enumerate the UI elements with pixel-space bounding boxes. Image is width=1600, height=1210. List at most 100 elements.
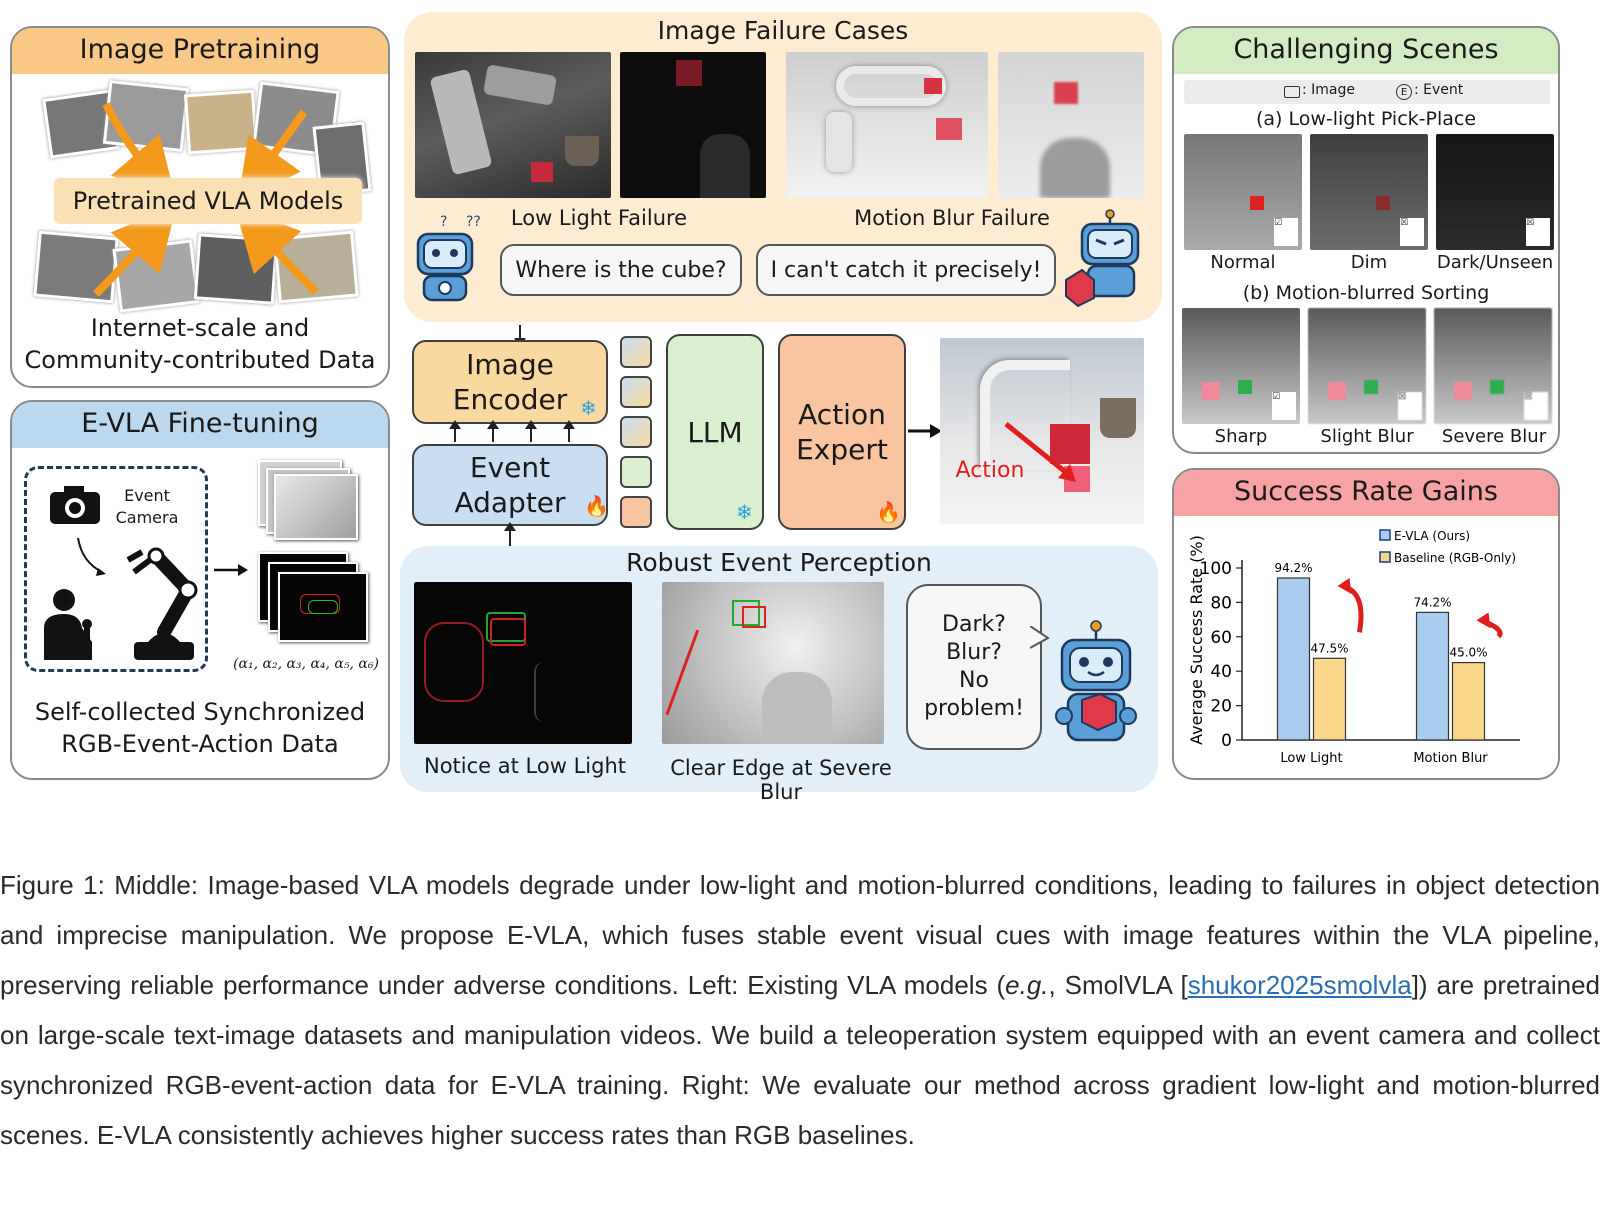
event-adapter-label-2: Adapter: [454, 486, 566, 519]
y-tick-label-80: 80: [1210, 593, 1232, 613]
camera-label-2: Camera: [115, 508, 179, 527]
legend-label-0: E-VLA (Ours): [1394, 529, 1470, 543]
bar-low-light-baseline: [1312, 657, 1347, 741]
label-dim: Dim: [1350, 252, 1388, 273]
challenging-scenes-title: Challenging Scenes: [1233, 34, 1499, 65]
bar-motion-blur-evla: [1415, 611, 1450, 741]
x-tick-label-0: Low Light: [1280, 751, 1342, 766]
action-expert-label-2: Expert: [796, 433, 888, 466]
challenging-scenes-header-bg: [1174, 28, 1558, 74]
failure-cases-title: Image Failure Cases: [657, 16, 909, 45]
success-rate-panel: Success Rate Gains Average Success Rate …: [1172, 468, 1560, 780]
frustrated-robot-icon: [1065, 209, 1140, 308]
svg-text:?: ?: [440, 214, 447, 230]
y-tick-label-40: 40: [1210, 662, 1232, 682]
legend-label-1: Baseline (RGB-Only): [1394, 551, 1516, 565]
robust-perception-panel: Robust Event Perception Notice at Low Li…: [400, 546, 1158, 804]
motion-blur-failure-label: Motion Blur Failure: [854, 206, 1050, 230]
fire-icon: 🔥: [584, 494, 609, 518]
bubble-line-2: Blur?: [946, 640, 1002, 665]
pretrained-vla-label: Pretrained VLA Models: [54, 178, 362, 224]
image-encoder-label-2: Encoder: [452, 383, 568, 416]
action-result-photo: Action: [940, 338, 1144, 524]
label-normal: Normal: [1210, 252, 1276, 273]
citation-link[interactable]: shukor2025smolvla: [1187, 970, 1412, 1000]
expert-to-action-arrow-icon: [908, 424, 942, 438]
fine-tuning-footer-1: Self-collected Synchronized: [34, 698, 366, 726]
caption-text-2: , SmolVLA [: [1048, 970, 1188, 1000]
adapter-to-encoder-arrow-2: [487, 420, 499, 442]
fine-tuning-title: E-VLA Fine-tuning: [81, 408, 319, 439]
adapter-to-encoder-arrow-1: [449, 420, 461, 442]
image-pretraining-header-bg: [12, 28, 388, 74]
scene-dim: ☒: [1310, 134, 1428, 250]
action-arrow-icon: [1004, 422, 1076, 482]
confused-robot-icon: ? ??: [416, 214, 481, 302]
failure-cases-panel: Image Failure Cases Low Light Failure Mo…: [404, 12, 1162, 322]
y-tick-label-20: 20: [1210, 697, 1232, 717]
legend-event-label: : Event: [1414, 82, 1464, 98]
figure-caption: Figure 1: Middle: Image-based VLA models…: [0, 860, 1600, 1160]
fine-tuning-footer-2: RGB-Event-Action Data: [61, 730, 339, 758]
action-expert-label-1: Action: [798, 398, 886, 431]
label-dark: Dark/Unseen: [1436, 252, 1554, 273]
low-light-photo-1: [415, 52, 611, 198]
camera-label-1: Event: [124, 486, 170, 505]
challenging-scenes-panel: Challenging Scenes : Image E : Event (a)…: [1172, 26, 1560, 454]
up-arrow-into-adapter: [504, 522, 516, 546]
adapter-to-encoder-arrow-3: [525, 420, 537, 442]
scene-normal: ☑: [1184, 134, 1302, 250]
motion-blur-photo-1: [786, 52, 988, 198]
adapter-to-encoder-arrow-4: [563, 420, 575, 442]
caption-text-1: Figure 1: Middle: Image-based VLA models…: [0, 870, 1600, 1000]
fine-tuning-header-bg: [12, 402, 388, 448]
token-action: [620, 496, 652, 528]
event-low-light-photo: [414, 582, 632, 744]
legend-image-icon: [1284, 86, 1300, 98]
bubble-line-4: problem!: [924, 696, 1024, 721]
token-image-1: [620, 336, 652, 368]
happy-robot-icon: [1055, 620, 1137, 742]
success-rate-header-bg: [1174, 470, 1558, 516]
image-encoder-label-1: Image: [466, 348, 554, 381]
event-frames-stack: [258, 552, 368, 642]
bar-motion-blur-baseline: [1451, 662, 1486, 741]
success-rate-title: Success Rate Gains: [1234, 476, 1498, 507]
gain-arrowhead-1: [1476, 612, 1491, 629]
action-vector-label: (α₁, α₂, α₃, α₄, α₅, α₆): [233, 656, 379, 672]
pretraining-footer-1: Internet-scale and: [90, 314, 310, 342]
legend-bar: [1184, 80, 1550, 104]
gain-arrow-0: [1346, 585, 1364, 633]
x-tick-label-1: Motion Blur: [1413, 751, 1488, 766]
llm-box[interactable]: LLM: [666, 334, 764, 530]
legend-swatch-1: [1379, 551, 1391, 563]
label-severe-blur: Severe Blur: [1441, 426, 1547, 447]
legend-swatch-0: [1379, 529, 1391, 541]
data-label-motion-blur-baseline: 45.0%: [1449, 646, 1487, 660]
robust-perception-title: Robust Event Perception: [626, 548, 932, 577]
image-pretraining-title: Image Pretraining: [79, 34, 321, 65]
scene-slight-blur: ☒: [1308, 308, 1426, 424]
scene-sharp: ☑: [1182, 308, 1300, 424]
no-problem-bubble: Dark? Blur? No problem!: [906, 584, 1042, 750]
caption-text-3: ]) are pretrained on large-scale text-im…: [0, 970, 1600, 1150]
right-arrow-icon: [214, 564, 248, 576]
label-sharp: Sharp: [1214, 426, 1268, 447]
scene-dark: ☒: [1436, 134, 1554, 250]
scene-severe-blur: ☒: [1434, 308, 1552, 424]
svg-text:??: ??: [466, 214, 481, 230]
bubble-line-1: Dark?: [942, 612, 1006, 637]
low-light-failure-label: Low Light Failure: [510, 206, 688, 230]
motion-blur-photo-2: [998, 52, 1144, 198]
caption-eg: e.g.: [1005, 970, 1049, 1000]
image-pretraining-panel: Image Pretraining Pretrained VLA Models …: [10, 26, 390, 388]
section-b-title: (b) Motion-blurred Sorting: [1242, 282, 1490, 304]
bubble-tail-icon: [1030, 626, 1050, 649]
token-image-3: [620, 416, 652, 448]
photo-collage: Pretrained VLA Models: [33, 79, 372, 316]
legend-event-icon: E: [1396, 84, 1412, 100]
